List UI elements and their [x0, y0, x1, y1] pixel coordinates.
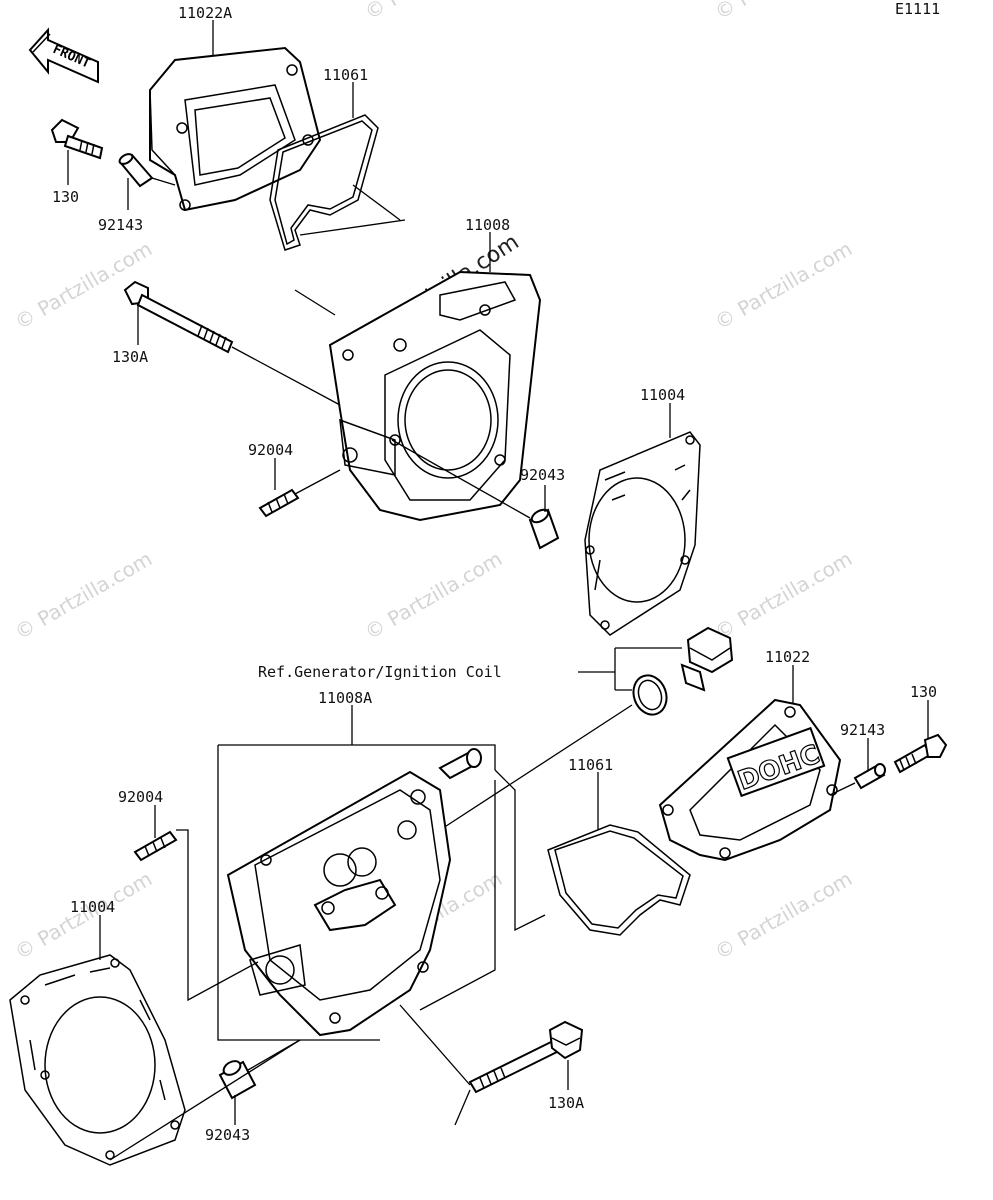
filler-plug: [680, 626, 734, 692]
watermark: © Partzilla.com: [711, 546, 857, 644]
watermark: © Partzilla.com: [361, 0, 507, 24]
part-label-11008: 11008: [465, 216, 510, 234]
head-gasket-upper: [584, 431, 701, 636]
dowel-92043-upper: [528, 508, 560, 550]
part-label-11061-upper: 11061: [323, 66, 368, 84]
part-label-130A-upper: 130A: [112, 348, 148, 366]
part-label-92043-upper: 92043: [520, 466, 565, 484]
part-label-130A-lower: 130A: [548, 1094, 584, 1112]
part-label-11004-lower: 11004: [70, 898, 115, 916]
cylinder-11008: [328, 270, 542, 522]
part-label-11022A: 11022A: [178, 4, 232, 22]
long-bolt-130A-upper: [123, 280, 234, 354]
cylinder-head-11008A: [226, 770, 452, 1037]
dowel-head: [438, 748, 482, 780]
part-label-92004-upper: 92004: [248, 441, 293, 459]
reference-note: Ref.Generator/Ignition Coil: [258, 663, 502, 681]
watermark: © Partzilla.com: [711, 236, 857, 334]
part-label-92004-lower: 92004: [118, 788, 163, 806]
dowel-92143-right: [853, 763, 886, 790]
watermark: © Partzilla.com: [711, 866, 857, 964]
part-label-130-upper: 130: [52, 188, 79, 206]
part-label-11004-upper: 11004: [640, 386, 685, 404]
part-label-92143-right: 92143: [840, 721, 885, 739]
part-label-11061-mid: 11061: [568, 756, 613, 774]
head-gasket-lower: [9, 954, 186, 1166]
dowel-92143-upper: [118, 153, 154, 188]
part-label-11022: 11022: [765, 648, 810, 666]
stud-92004-upper: [258, 488, 300, 518]
watermark: © Partzilla.com: [11, 546, 157, 644]
bolt-130-right: [893, 733, 948, 774]
cover-gasket-upper: [269, 114, 379, 251]
o-ring: [632, 674, 668, 716]
watermark: © Partzilla.com: [361, 546, 507, 644]
part-label-130-right: 130: [910, 683, 937, 701]
part-label-11008A: 11008A: [318, 689, 372, 707]
front-arrow-icon: FRONT: [28, 27, 99, 84]
long-bolt-130A-lower: [468, 1020, 584, 1094]
cylinder-head-cover-upper: [149, 46, 322, 212]
part-label-92143-upper: 92143: [98, 216, 143, 234]
cylinder-head-cover-lower: DOHC: [658, 698, 842, 862]
cover-gasket-mid: [547, 824, 691, 936]
part-label-92043-lower: 92043: [205, 1126, 250, 1144]
watermark: © Partzilla.com: [711, 0, 857, 24]
stud-92004-lower: [133, 830, 178, 862]
bolt-130-upper: [50, 118, 104, 160]
dowel-92043-lower: [218, 1060, 257, 1100]
diagram-code: E1111: [895, 0, 940, 18]
